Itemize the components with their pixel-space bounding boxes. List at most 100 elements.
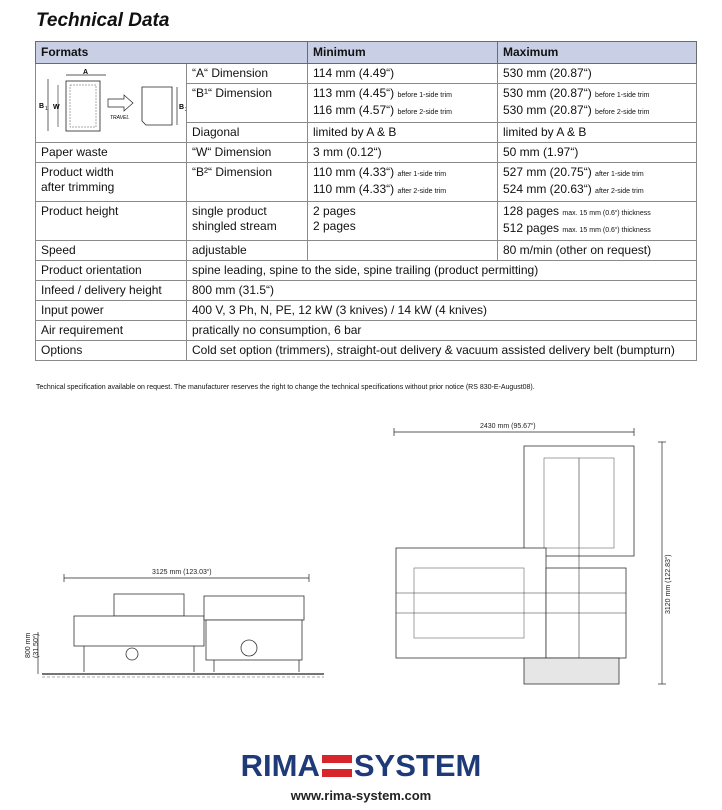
product-width-max: 527 mm (20.75“) after 1-side trim 524 mm…: [497, 162, 697, 202]
b1-max1-note: before 1-side trim: [595, 92, 650, 99]
header-maximum: Maximum: [497, 41, 697, 64]
orientation-value: spine leading, spine to the side, spine …: [186, 260, 697, 281]
ph-sub1: single product: [192, 204, 267, 218]
brand-flag-icon: [321, 755, 352, 777]
b1-max2: 530 mm (20.87“): [503, 103, 592, 117]
product-width-label-2: after trimming: [41, 180, 115, 194]
power-value: 400 V, 3 Ph, N, PE, 12 kW (3 knives) / 1…: [186, 300, 697, 321]
diagonal-max: limited by A & B: [497, 122, 697, 143]
table-row: Product width after trimming “B²“ Dimens…: [35, 162, 697, 202]
table-row: Product height single product shingled s…: [35, 201, 697, 241]
rima-system-logo: RIMA SYSTEM: [0, 748, 722, 784]
table-header-row: Formats Minimum Maximum: [35, 41, 697, 64]
table-row: Speed adjustable 80 m/min (other on requ…: [35, 240, 697, 261]
b1-max2-note: before 2-side trim: [595, 109, 650, 116]
header-minimum: Minimum: [307, 41, 498, 64]
product-height-min: 2 pages 2 pages: [307, 201, 498, 241]
b1-min2: 116 mm (4.57“): [313, 103, 395, 117]
ph-max2-note: max. 15 mm (0.6“) thickness: [562, 227, 651, 234]
b1-max1: 530 mm (20.87“): [503, 86, 592, 100]
brand-right: SYSTEM: [353, 748, 482, 783]
header-formats: Formats: [35, 41, 308, 64]
pw-max2-note: after 2-side trim: [595, 188, 644, 195]
product-width-label: Product width after trimming: [35, 162, 187, 202]
a-dim-max: 530 mm (20.87“): [497, 63, 697, 84]
travel-label: TRAVEL: [110, 115, 129, 121]
pw-min1: 110 mm (4.33“): [313, 165, 395, 179]
b1-dim-min: 113 mm (4.45“) before 1-side trim 116 mm…: [307, 83, 498, 123]
dim-b1-label: B: [39, 103, 44, 110]
footnote: Technical specification available on req…: [36, 384, 535, 391]
air-value: pratically no consumption, 6 bar: [186, 320, 697, 341]
paper-waste-label: Paper waste: [35, 142, 187, 163]
dim-w-label: W: [53, 104, 60, 111]
dim-b1-sub: 1: [45, 106, 48, 112]
paper-waste-min: 3 mm (0.12“): [307, 142, 498, 163]
product-width-label-1: Product width: [41, 165, 114, 179]
power-label: Input power: [35, 300, 187, 321]
table-row: Product orientation spine leading, spine…: [35, 260, 697, 281]
speed-sub: adjustable: [186, 240, 308, 261]
ph-min2: 2 pages: [313, 219, 356, 233]
a-dim-min: 114 mm (4.49“): [307, 63, 498, 84]
pw-max1: 527 mm (20.75“): [503, 165, 592, 179]
ph-max1-note: max. 15 mm (0.6“) thickness: [562, 210, 651, 217]
table-row: “B¹“ Dimension 113 mm (4.45“) before 1-s…: [36, 83, 697, 123]
product-width-sub: “B²“ Dimension: [186, 162, 308, 202]
side-view-drawing: 3125 mm (123.03“) 800 mm (31.50“): [25, 569, 324, 678]
b1-min1: 113 mm (4.45“): [313, 86, 395, 100]
ph-sub2: shingled stream: [192, 219, 277, 233]
paper-waste-sub: “W“ Dimension: [186, 142, 308, 163]
pw-min1-note: after 1-side trim: [397, 171, 447, 178]
diagonal-min: limited by A & B: [307, 122, 498, 143]
table-row: Paper waste “W“ Dimension 3 mm (0.12“) 5…: [35, 142, 697, 163]
format-diagram-cell: A B 1 W TRAVEL B 2: [35, 63, 188, 143]
dim-b2-sub: 2: [185, 107, 186, 113]
ph-min1: 2 pages: [313, 204, 356, 218]
ph-max1: 128 pages: [503, 204, 560, 218]
brand-left: RIMA: [240, 748, 320, 783]
a-dim-label: “A“ Dimension: [186, 63, 308, 84]
pw-min2: 110 mm (4.33“): [313, 182, 395, 196]
top-width-dim: 2430 mm (95.67“): [480, 423, 536, 430]
table-row: A B 1 W TRAVEL B 2 “A“ Dimension 114 mm …: [35, 63, 697, 143]
options-label: Options: [35, 340, 187, 361]
orientation-label: Product orientation: [35, 260, 187, 281]
top-view-drawing: 2430 mm (95.67“) 3120 mm (122.83“): [393, 423, 672, 685]
table-row: Options Cold set option (trimmers), stra…: [35, 340, 697, 361]
product-height-max: 128 pages max. 15 mm (0.6“) thickness 51…: [497, 201, 697, 241]
ph-max2: 512 pages: [503, 221, 560, 235]
table-row: Infeed / delivery height 800 mm (31.5“): [35, 280, 697, 301]
pw-max1-note: after 1-side trim: [595, 171, 644, 178]
speed-label: Speed: [35, 240, 187, 261]
website-url: www.rima-system.com: [290, 788, 432, 803]
top-height-dim: 3120 mm (122.83“): [665, 554, 672, 614]
format-diagram: A B 1 W TRAVEL B 2: [39, 69, 188, 132]
b1-min2-note: before 2-side trim: [397, 109, 452, 116]
dim-a-label: A: [83, 69, 88, 76]
side-height-dim: 800 mm: [25, 633, 32, 658]
product-width-min: 110 mm (4.33“) after 1-side trim 110 mm …: [307, 162, 498, 202]
product-height-label: Product height: [35, 201, 187, 241]
infeed-label: Infeed / delivery height: [35, 280, 187, 301]
table-row: Air requirement pratically no consumptio…: [35, 320, 697, 341]
diagonal-label: Diagonal: [186, 122, 308, 143]
air-label: Air requirement: [35, 320, 187, 341]
b1-min1-note: before 1-side trim: [397, 92, 452, 99]
page-title: Technical Data: [36, 10, 170, 31]
pw-min2-note: after 2-side trim: [397, 188, 447, 195]
speed-max: 80 m/min (other on request): [497, 240, 697, 261]
dim-b2-label: B: [179, 104, 184, 111]
table-row: Input power 400 V, 3 Ph, N, PE, 12 kW (3…: [35, 300, 697, 321]
product-height-sub: single product shingled stream: [186, 201, 308, 241]
technical-data-table: Formats Minimum Maximum A B 1 W TRAVEL B…: [35, 41, 697, 361]
side-height-dim-2: (31.50“): [33, 633, 40, 658]
pw-max2: 524 mm (20.63“): [503, 182, 592, 196]
side-width-dim: 3125 mm (123.03“): [152, 569, 212, 576]
b1-dim-max: 530 mm (20.87“) before 1-side trim 530 m…: [497, 83, 697, 123]
options-value: Cold set option (trimmers), straight-out…: [186, 340, 697, 361]
b1-dim-label: “B¹“ Dimension: [186, 83, 308, 123]
infeed-value: 800 mm (31.5“): [186, 280, 697, 301]
paper-waste-max: 50 mm (1.97“): [497, 142, 697, 163]
speed-min: [307, 240, 498, 261]
